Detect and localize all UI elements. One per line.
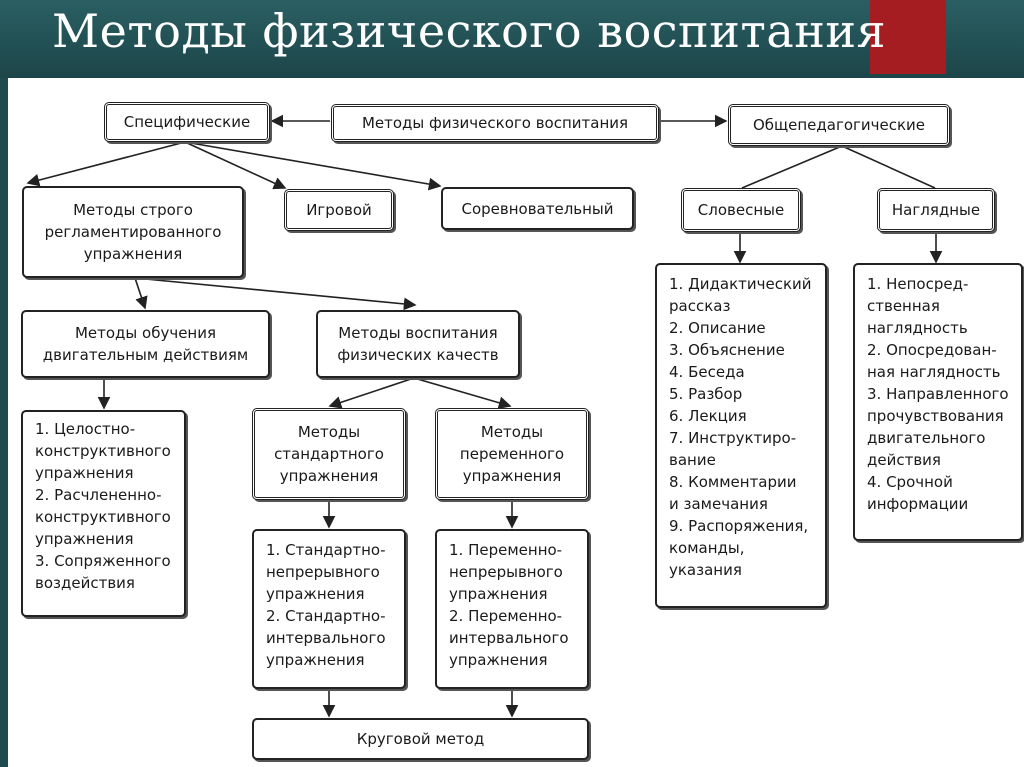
arrow-general-to-verbal [741, 145, 843, 189]
list-visual: 1. Непосред- ственная наглядность 2. Опо… [853, 263, 1023, 541]
box-competitive: Соревновательный [441, 187, 634, 230]
box-visual-label: Наглядные [891, 201, 981, 219]
list-item: 4. Беседа [669, 363, 745, 381]
list-item: 2. Опосредован- ная наглядность [867, 341, 1001, 381]
box-specific: Специфические [104, 102, 270, 142]
arrow-qualities-to-standard [328, 377, 415, 409]
arrow-strict-to-teaching [134, 277, 148, 310]
box-game: Игровой [284, 189, 394, 231]
accent-block [870, 0, 946, 74]
box-general-label: Общепедагогические [752, 116, 926, 134]
arrow-strict-to-qualities [134, 277, 417, 311]
list-variable: 1. Переменно- непрерывного упражнения 2.… [435, 529, 589, 689]
arrow-general-to-visual [841, 145, 936, 189]
list-item: 5. Разбор [669, 385, 743, 403]
box-teaching-label: Методы обучения двигательным действиям [42, 324, 249, 364]
box-qualities: Методы воспитания физических качеств [316, 310, 520, 378]
box-strict: Методы строго регламентированного упражн… [22, 186, 244, 278]
list-item: 2. Расчлененно- конструктивного упражнен… [35, 486, 171, 548]
list-item: 1. Непосред- ственная наглядность [867, 275, 969, 337]
box-teaching: Методы обучения двигательным действиям [21, 310, 270, 378]
list-verbal: 1. Дидактический рассказ 2. Описание 3. … [655, 263, 827, 608]
left-border [0, 78, 8, 767]
list-item: 2. Стандартно- интервального упражнения [266, 607, 386, 669]
arrow-specific-to-competitive [184, 141, 442, 191]
list-item: 3. Объяснение [669, 341, 785, 359]
box-variable-label: Методы переменного упражнения [459, 423, 565, 485]
arrow-specific-to-strict [26, 141, 186, 187]
box-general: Общепедагогические [728, 104, 950, 146]
list-item: 7. Инструктиро- вание [669, 429, 797, 469]
box-visual: Наглядные [877, 188, 995, 232]
slide-title: Методы физического воспитания [52, 4, 887, 58]
list-item: 6. Лекция [669, 407, 747, 425]
box-verbal: Словесные [681, 188, 801, 232]
box-standard: Методы стандартного упражнения [252, 408, 406, 500]
list-item: 3. Направленного прочувствования двигате… [867, 385, 1009, 469]
box-competitive-label: Соревновательный [461, 199, 614, 218]
list-teaching: 1. Целостно- конструктивного упражнения … [21, 410, 186, 617]
box-standard-label: Методы стандартного упражнения [274, 423, 384, 485]
list-item: 1. Целостно- конструктивного упражнения [35, 420, 171, 482]
box-variable: Методы переменного упражнения [435, 408, 589, 500]
list-item: 4. Срочной информации [867, 473, 969, 513]
box-verbal-label: Словесные [697, 201, 785, 219]
box-circuit-label: Круговой метод [356, 730, 485, 748]
list-item: 1. Дидактический рассказ [669, 275, 812, 315]
list-item: 9. Распоряжения, команды, указания [669, 517, 809, 579]
box-specific-label: Специфические [123, 113, 251, 131]
list-item: 2. Переменно- интервального упражнения [449, 607, 569, 669]
arrow-specific-to-game [184, 141, 287, 190]
box-circuit: Круговой метод [252, 718, 589, 760]
list-standard: 1. Стандартно- непрерывного упражнения 2… [252, 529, 406, 689]
list-item: 3. Сопряженного воздействия [35, 552, 171, 592]
list-item: 1. Стандартно- непрерывного упражнения [266, 541, 386, 603]
arrow-qualities-to-variable [413, 377, 512, 410]
box-root: Методы физического воспитания [331, 104, 659, 142]
box-qualities-label: Методы воспитания физических качеств [337, 324, 499, 364]
slide-header [0, 0, 1024, 78]
box-root-label: Методы физического воспитания [361, 114, 629, 132]
list-item: 2. Описание [669, 319, 766, 337]
box-game-label: Игровой [306, 201, 372, 219]
list-item: 8. Комментарии и замечания [669, 473, 797, 513]
box-strict-label: Методы строго регламентированного упражн… [44, 201, 222, 263]
list-item: 1. Переменно- непрерывного упражнения [449, 541, 563, 603]
